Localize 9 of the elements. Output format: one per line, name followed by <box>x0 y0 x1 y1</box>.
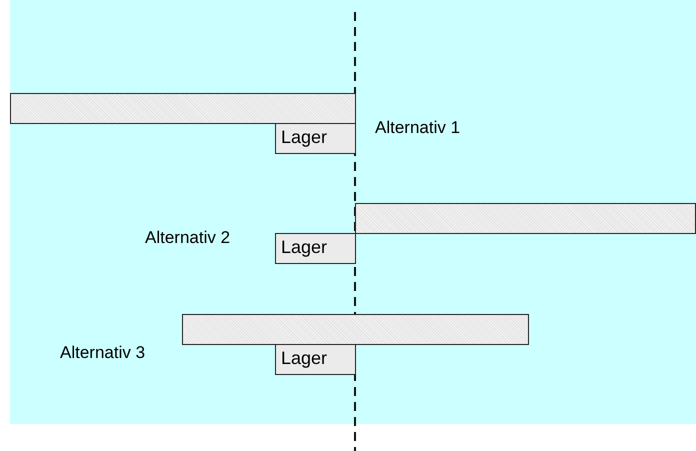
storage-box: Lager <box>275 344 356 375</box>
storage-box: Lager <box>275 123 356 154</box>
beam-bar <box>10 93 356 124</box>
alternative-label: Alternativ 1 <box>375 118 460 138</box>
alternative-label: Alternativ 3 <box>60 343 146 363</box>
beam-bar <box>355 203 696 234</box>
storage-box: Lager <box>275 233 356 264</box>
alternative-label: Alternativ 2 <box>145 228 230 248</box>
beam-bar <box>182 314 529 345</box>
